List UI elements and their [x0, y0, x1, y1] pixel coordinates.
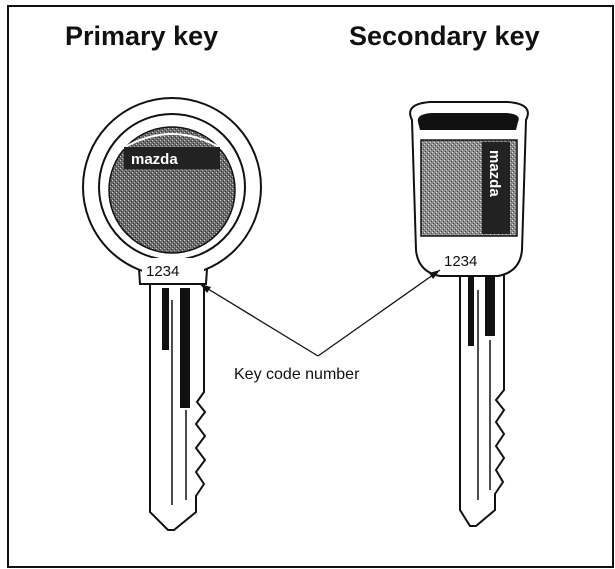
callout-arrowhead-left [200, 284, 211, 293]
primary-key-code: 1234 [146, 263, 179, 280]
callout-leader-right [317, 269, 441, 357]
secondary-key-logo-plate [482, 142, 510, 234]
callout: Key code number [199, 269, 441, 383]
figure-frame [7, 5, 614, 568]
primary-key-code-plate [142, 258, 204, 282]
callout-label: Key code number [234, 366, 360, 383]
primary-key-logo: mazda [131, 151, 178, 168]
secondary-key-groove [485, 276, 495, 336]
secondary-key-code: 1234 [444, 253, 477, 270]
callout-arrowhead-right [429, 270, 440, 279]
primary-key-title: Primary key [65, 21, 218, 51]
secondary-key-blade [459, 271, 506, 527]
secondary-key-title: Secondary key [349, 21, 540, 51]
secondary-key-slot [417, 113, 519, 130]
primary-key-blade [149, 281, 207, 531]
secondary-key-logo: mazda [486, 150, 503, 197]
primary-key-logo-plate [124, 147, 220, 169]
primary-key-groove [162, 288, 169, 350]
secondary-key: mazda 1234 [409, 101, 529, 527]
callout-leader-left [199, 283, 319, 357]
primary-key-groove [180, 288, 190, 408]
primary-key-highlight [119, 133, 225, 151]
primary-key: mazda 1234 [82, 97, 262, 531]
secondary-key-groove [468, 276, 474, 346]
